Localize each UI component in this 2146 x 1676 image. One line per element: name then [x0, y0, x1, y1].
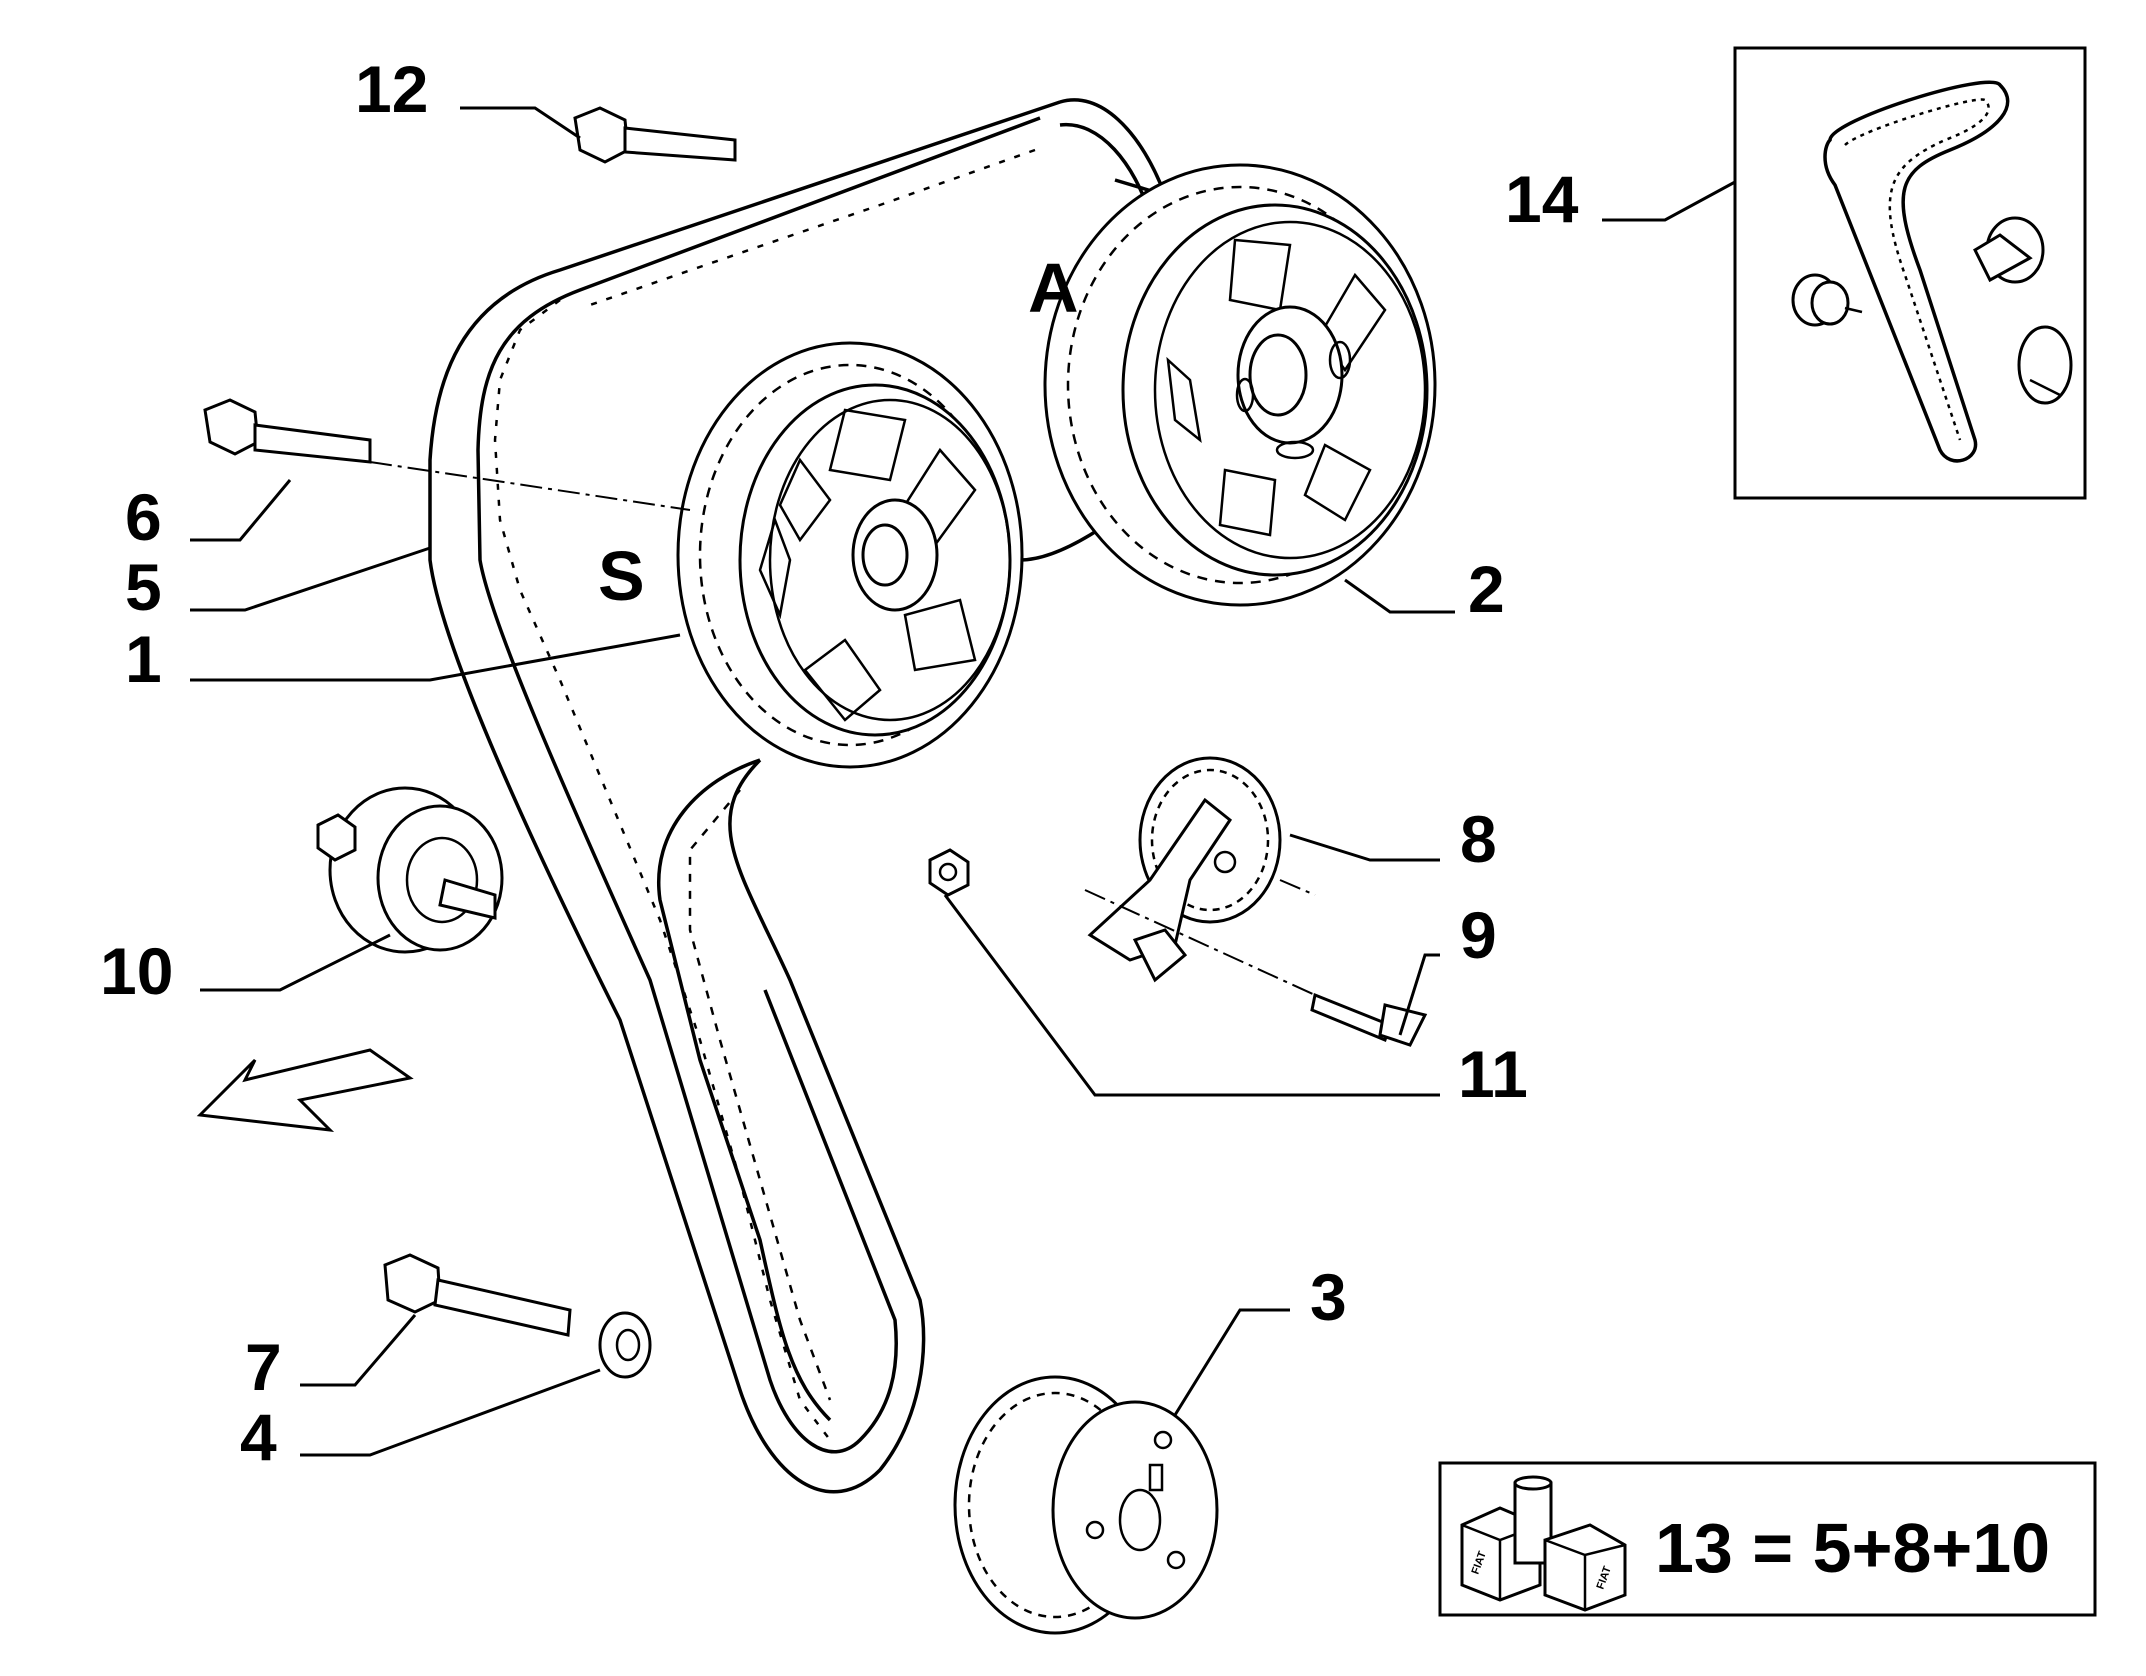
bolt-7 — [383, 1253, 572, 1337]
idler-pulley — [316, 786, 504, 954]
label-2: 2 — [1468, 552, 1505, 626]
bolt-12 — [573, 106, 737, 164]
label-14: 14 — [1505, 162, 1579, 236]
kit-13-box: FIAT FIAT 13 = 5+8+10 — [1438, 1461, 2097, 1617]
kit-formula: 13 = 5+8+10 — [1655, 1509, 2050, 1587]
label-5: 5 — [125, 550, 162, 624]
camshaft-sprocket-a — [1043, 163, 1437, 607]
label-3: 3 — [1310, 1260, 1347, 1334]
label-10: 10 — [100, 934, 173, 1008]
bolt-6 — [203, 398, 372, 464]
label-1: 1 — [125, 622, 162, 696]
label-s: S — [598, 537, 645, 615]
kit-14-inset — [1733, 46, 2087, 500]
label-8: 8 — [1460, 802, 1497, 876]
label-a: A — [1028, 249, 1079, 327]
label-9: 9 — [1460, 898, 1497, 972]
leader-lines — [190, 106, 1736, 1457]
callout-labels: 12 6 5 1 S A 2 8 9 11 3 10 7 4 14 — [100, 52, 1579, 1474]
crankshaft-sprocket — [953, 1375, 1219, 1635]
camshaft-sprocket-s — [676, 341, 1024, 769]
washer — [598, 1311, 652, 1379]
label-12: 12 — [355, 52, 428, 126]
axis-lines — [369, 461, 1316, 996]
label-11: 11 — [1458, 1037, 1528, 1111]
direction-arrow — [196, 1048, 414, 1132]
kit-box-icon: FIAT FIAT — [1460, 1475, 1627, 1612]
label-7: 7 — [245, 1330, 282, 1404]
nut — [928, 848, 970, 897]
tensioner-bolt — [1310, 992, 1428, 1047]
belt-tensioner — [1087, 756, 1282, 983]
label-4: 4 — [240, 1400, 277, 1474]
label-6: 6 — [125, 480, 162, 554]
